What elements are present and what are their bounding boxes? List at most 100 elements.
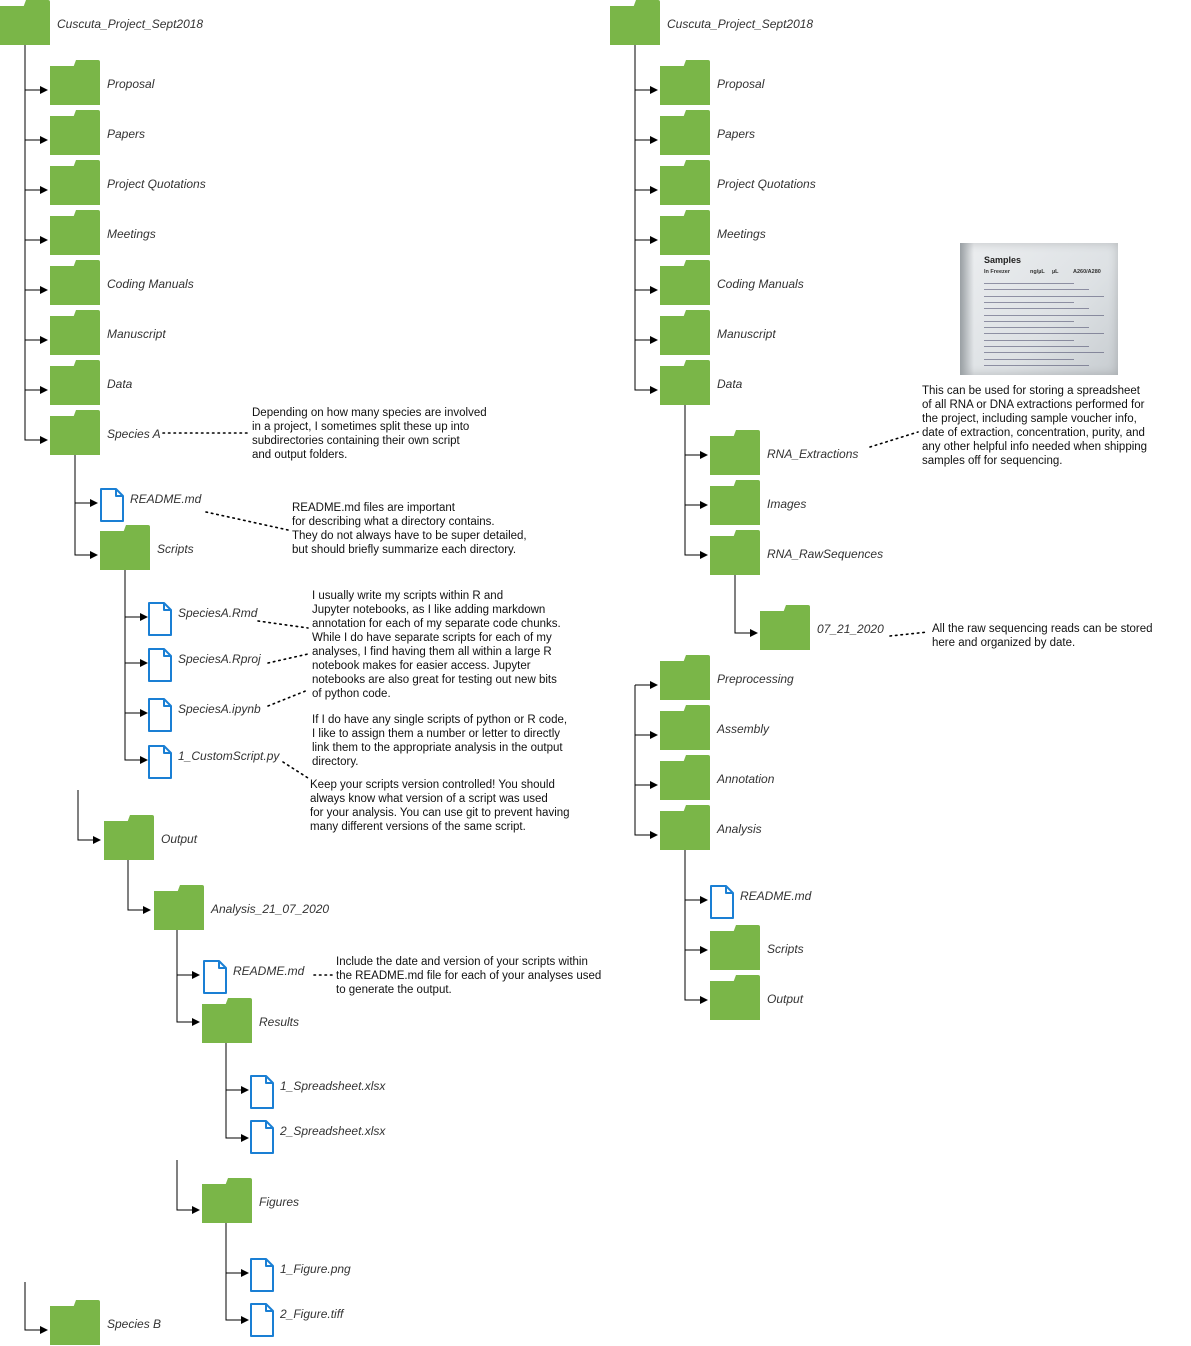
folder-icon xyxy=(660,210,710,255)
lower-branch-arrow xyxy=(634,785,658,839)
note-line: I usually write my scripts within R and xyxy=(312,590,504,602)
right-root-branch-arrow xyxy=(634,140,658,194)
folder-label: Output xyxy=(767,992,804,1006)
folder-label: Analysis xyxy=(717,822,762,836)
folder-icon xyxy=(660,110,710,155)
note-line: for describing what a directory contains… xyxy=(292,516,495,528)
photo-header-conc: ng/µL xyxy=(1030,269,1045,275)
file-label: SpeciesA.Rmd xyxy=(178,606,258,620)
note-line: Include the date and version of your scr… xyxy=(336,956,588,968)
folder-label: RNA_Extractions xyxy=(767,447,859,461)
photo-table-row xyxy=(984,295,1104,297)
species-a-branch-arrow xyxy=(74,455,98,507)
note-line: subdirectories containing their own scri… xyxy=(252,435,460,447)
document-icon xyxy=(250,1303,274,1337)
folder-label: 07_21_2020 xyxy=(817,622,884,636)
folder-icon xyxy=(50,410,100,455)
note-line: notebook makes for easier access. Jupyte… xyxy=(312,660,531,672)
species-b-branch-arrow xyxy=(24,1300,48,1334)
document-icon xyxy=(148,745,172,779)
scripts-note-link-ipynb xyxy=(267,689,309,707)
note-line: but should briefly summarize each direct… xyxy=(292,544,517,556)
note-line: link them to the appropriate analysis in… xyxy=(312,742,563,754)
right-root-branch-arrow xyxy=(634,290,658,344)
note-line: many different versions of the same scri… xyxy=(310,821,526,833)
folder-icon xyxy=(50,210,100,255)
folder-label: Coding Manuals xyxy=(107,277,194,291)
note-line: any other helpful info needed when shipp… xyxy=(922,441,1148,453)
document-icon xyxy=(148,648,172,682)
note-line: All the raw sequencing reads can be stor… xyxy=(932,623,1153,635)
folder-icon xyxy=(50,60,100,105)
folder-label: Cuscuta_Project_Sept2018 xyxy=(57,17,204,31)
folder-label: Output xyxy=(161,832,198,846)
folder-icon xyxy=(760,605,810,650)
note-species: Depending on how many species are involv… xyxy=(252,406,487,462)
photo-shadow xyxy=(960,243,974,375)
note-rawseq: All the raw sequencing reads can be stor… xyxy=(932,622,1153,650)
file-label: 1_Figure.png xyxy=(280,1262,351,1276)
folder-icon xyxy=(660,705,710,750)
note-line: samples off for sequencing. xyxy=(922,455,1063,467)
folder-label: Project Quotations xyxy=(717,177,816,191)
data-branch-arrow xyxy=(684,505,708,559)
folder-label: Data xyxy=(717,377,743,391)
note-line: of python code. xyxy=(312,688,391,700)
folder-icon xyxy=(202,998,252,1043)
right-root-branch-arrow xyxy=(634,190,658,244)
document-icon xyxy=(148,698,172,732)
root-branch-arrow xyxy=(24,140,48,194)
raw-branch-arrow xyxy=(734,575,758,637)
folder-icon xyxy=(50,160,100,205)
readme-note-link xyxy=(205,511,289,531)
folder-label: Proposal xyxy=(717,77,765,91)
folder-icon xyxy=(660,160,710,205)
note-line: directory. xyxy=(312,756,359,768)
root-branch-arrow xyxy=(24,190,48,244)
folder-icon xyxy=(50,110,100,155)
scripts-branch-arrow xyxy=(124,713,148,764)
folder-label: Meetings xyxy=(717,227,766,241)
photo-table-row xyxy=(984,346,1089,347)
note-line: for your analysis. You can use git to pr… xyxy=(310,807,570,819)
note-line: in a project, I sometimes split these up… xyxy=(252,421,470,433)
folder-icon xyxy=(660,360,710,405)
photo-table-row xyxy=(984,333,1104,335)
file-label: SpeciesA.Rproj xyxy=(178,652,261,666)
file-label: 1_CustomScript.py xyxy=(178,749,280,763)
root-branch-arrow xyxy=(24,240,48,294)
data-branch-arrow xyxy=(684,405,708,459)
folder-icon xyxy=(202,1178,252,1223)
folder-icon xyxy=(660,755,710,800)
document-icon xyxy=(250,1120,274,1154)
scripts-branch-arrow xyxy=(124,663,148,717)
folder-icon xyxy=(710,975,760,1020)
analysis-branch-arrow xyxy=(127,860,151,914)
folder-label: Results xyxy=(259,1015,300,1029)
file-label: README.md xyxy=(233,964,305,978)
lower-branch-arrow xyxy=(634,685,658,739)
note-line: here and organized by date. xyxy=(932,637,1076,649)
file-label: 2_Spreadsheet.xlsx xyxy=(280,1124,386,1138)
photo-table-row xyxy=(984,289,1089,291)
note-analysis-readme: Include the date and version of your scr… xyxy=(336,955,601,997)
folder-label: Preprocessing xyxy=(717,672,794,686)
folder-icon xyxy=(710,925,760,970)
folder-label: Coding Manuals xyxy=(717,277,804,291)
folder-label: Annotation xyxy=(717,772,775,786)
note-line: always know what version of a script was… xyxy=(310,793,548,805)
photo-table-row xyxy=(984,358,1074,360)
output-branch-arrow xyxy=(77,790,101,844)
samples-photo: Samples In Freezer ng/µL µL A260/A280 xyxy=(960,243,1118,375)
folder-label: Species B xyxy=(107,1317,162,1331)
note-line: While I do have separate scripts for eac… xyxy=(312,632,552,644)
folder-label: Cuscuta_Project_Sept2018 xyxy=(667,17,814,31)
folder-label: Manuscript xyxy=(717,327,776,341)
analysis-child-arrow xyxy=(176,975,200,1026)
right-analysis-arrow xyxy=(684,950,708,1004)
photo-table-row xyxy=(984,283,1074,284)
scripts-note-link-rproj xyxy=(267,653,309,664)
folder-label: Proposal xyxy=(107,77,155,91)
photo-table-row xyxy=(984,364,1089,366)
